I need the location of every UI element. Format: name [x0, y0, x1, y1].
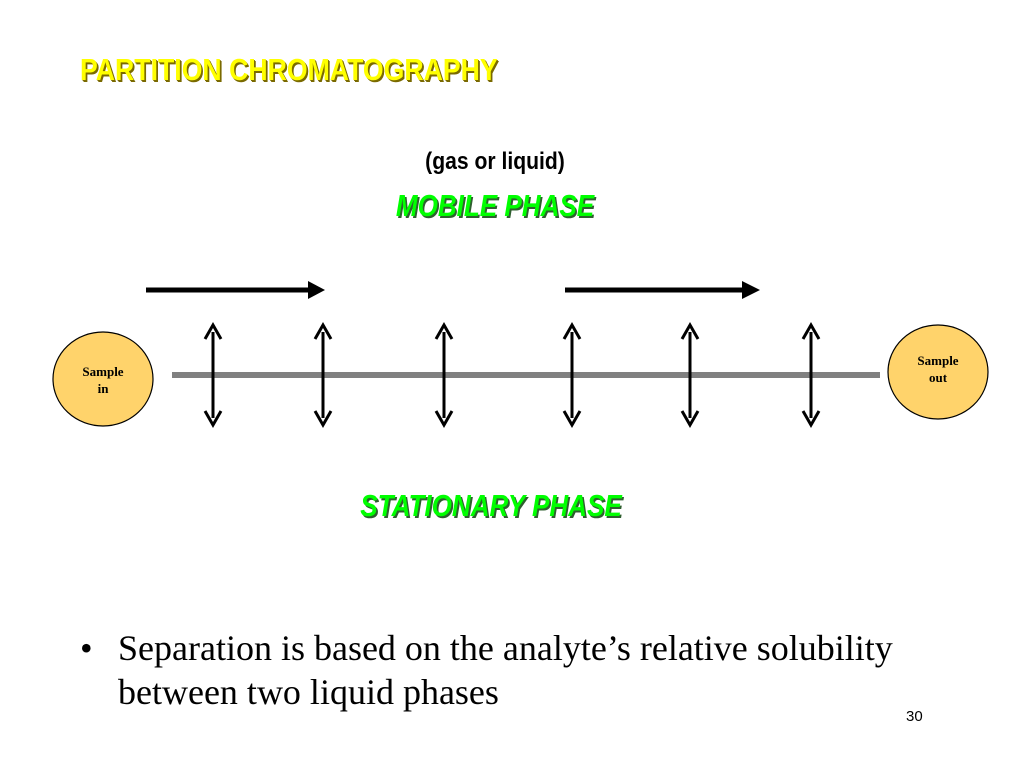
mobile-phase-label: MOBILE PHASE: [395, 188, 595, 223]
flow-arrow-left: [146, 281, 325, 299]
slide-title: PARTITION CHROMATOGRAPHY: [80, 52, 498, 87]
sample-out-line-2: out: [928, 370, 948, 385]
double-vertical-arrow-icon: [434, 321, 454, 429]
double-vertical-arrow-icon: [562, 321, 582, 429]
bullet-marker: •: [80, 628, 93, 668]
sample-out-node: [887, 324, 989, 420]
stationary-phase-label: STATIONARY PHASE: [360, 488, 622, 523]
sample-in-line-2: in: [97, 381, 109, 396]
sample-out-line-1: Sample: [917, 353, 959, 368]
sample-out-label: Sample out: [888, 352, 988, 386]
partition-double-arrows: [203, 321, 821, 429]
double-vertical-arrow-icon: [680, 321, 700, 429]
mobile-phase-state: (gas or liquid): [425, 148, 565, 175]
page-number: 30: [906, 708, 923, 725]
double-vertical-arrow-icon: [313, 321, 333, 429]
flow-arrow-right: [565, 281, 760, 299]
double-vertical-arrow-icon: [801, 321, 821, 429]
bullet-point: • Separation is based on the analyte’s r…: [80, 626, 950, 714]
sample-in-node: [52, 331, 154, 427]
sample-in-line-1: Sample: [82, 364, 124, 379]
bullet-text: Separation is based on the analyte’s rel…: [118, 628, 893, 712]
sample-in-label: Sample in: [53, 363, 153, 397]
double-vertical-arrow-icon: [203, 321, 223, 429]
